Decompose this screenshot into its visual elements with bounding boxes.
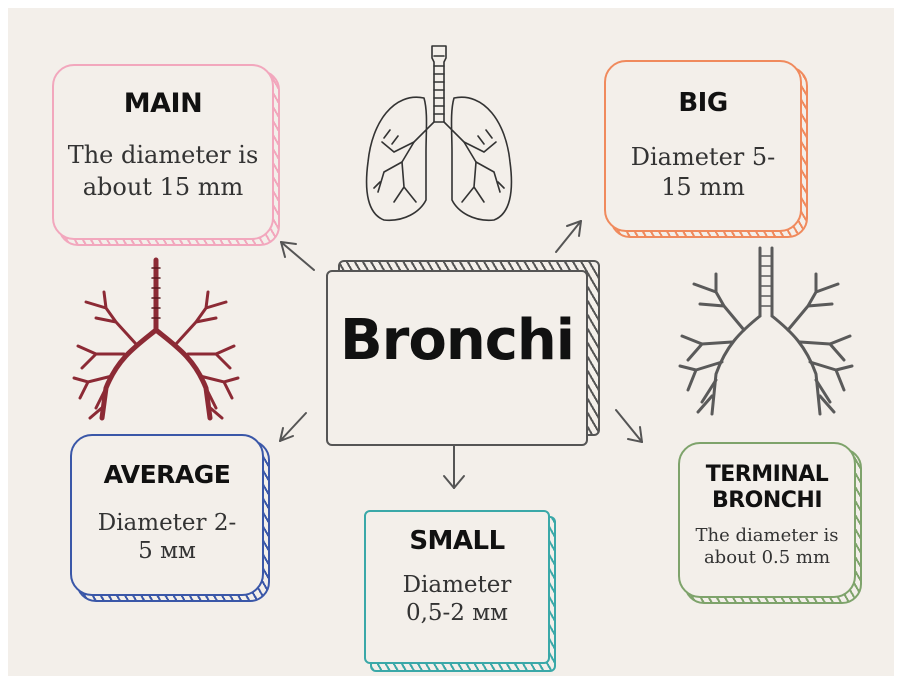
card-average-text-line1: Diameter 2- xyxy=(72,510,262,536)
card-main-text-line2: about 15 mm xyxy=(54,174,272,202)
arrow-to-main xyxy=(281,242,314,270)
card-terminal-text-line2: about 0.5 mm xyxy=(680,548,854,569)
card-big-text-line2: 15 mm xyxy=(606,174,800,202)
card-big-title: BIG xyxy=(606,88,800,118)
center-title: Bronchi xyxy=(326,308,588,373)
card-small-text-line2: 0,5-2 мм xyxy=(366,600,548,626)
arrow-to-terminal xyxy=(616,410,642,442)
card-main-title: MAIN xyxy=(54,88,272,119)
bronchial-tree-gray-icon xyxy=(672,246,862,426)
arrow-to-average xyxy=(280,413,306,441)
arrow-to-big xyxy=(556,221,581,252)
lungs-sketch-icon xyxy=(354,42,524,232)
card-small-text-line1: Diameter xyxy=(366,572,548,598)
card-terminal-title-line1: TERMINAL xyxy=(680,462,854,487)
card-main-text-line1: The diameter is xyxy=(54,142,272,170)
card-average-title: AVERAGE xyxy=(72,460,262,489)
card-terminal-text-line1: The diameter is xyxy=(680,526,854,547)
diagram-canvas: Bronchi MAIN The diameter is about 15 mm… xyxy=(8,8,894,676)
arrow-to-small xyxy=(444,445,464,488)
bronchial-tree-red-icon xyxy=(66,258,246,428)
card-big-text-line1: Diameter 5- xyxy=(606,144,800,172)
card-terminal-title-line2: BRONCHI xyxy=(680,488,854,513)
card-average-text-line2: 5 мм xyxy=(72,538,262,564)
card-small-title: SMALL xyxy=(366,526,548,556)
